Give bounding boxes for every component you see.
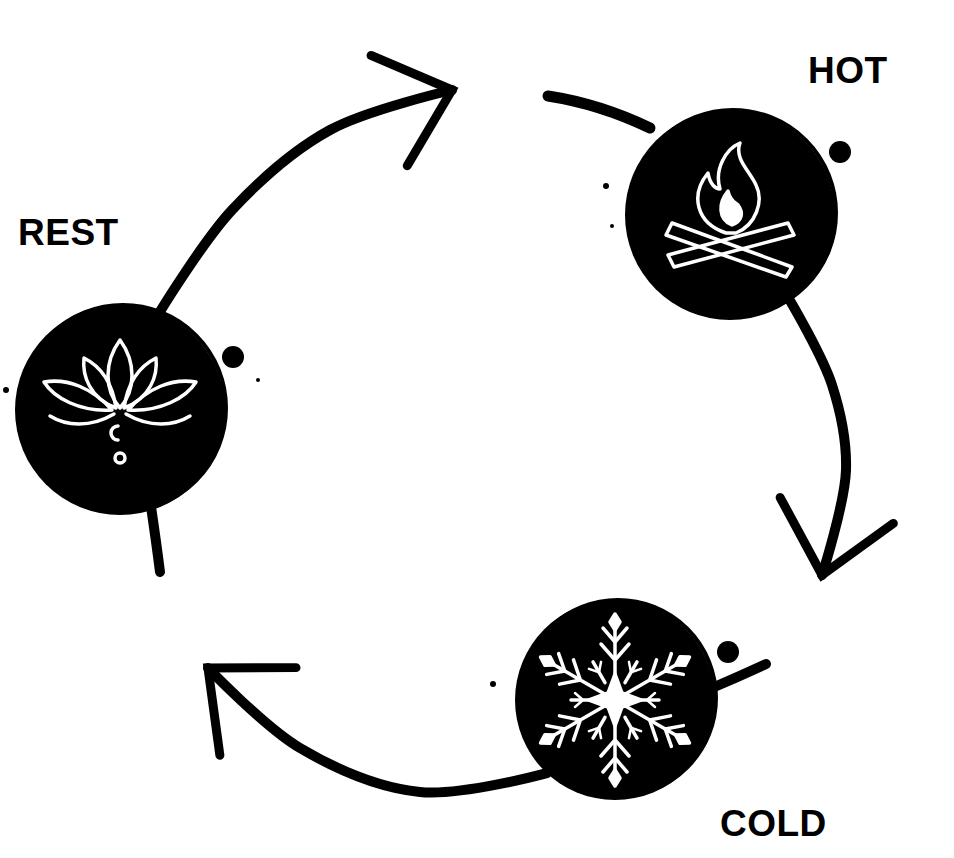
arrowhead bbox=[208, 668, 296, 756]
lotus-icon bbox=[44, 340, 196, 463]
stage-circle: COLD bbox=[515, 600, 715, 800]
stage-label: REST bbox=[18, 214, 119, 251]
ink-circle bbox=[625, 110, 835, 320]
snow-icon bbox=[534, 614, 697, 786]
stage-label: COLD bbox=[720, 805, 827, 842]
cycle-arrow bbox=[208, 668, 547, 793]
stage-label: HOT bbox=[808, 52, 888, 89]
ink-circle bbox=[515, 600, 715, 800]
stage-circle: HOT bbox=[625, 110, 835, 320]
arrowhead bbox=[371, 55, 452, 165]
stage-circle: REST bbox=[15, 305, 225, 515]
arrowhead bbox=[780, 498, 893, 575]
fire-icon bbox=[666, 143, 794, 277]
cycle-arrow bbox=[159, 90, 452, 313]
ink-circle bbox=[15, 305, 225, 515]
